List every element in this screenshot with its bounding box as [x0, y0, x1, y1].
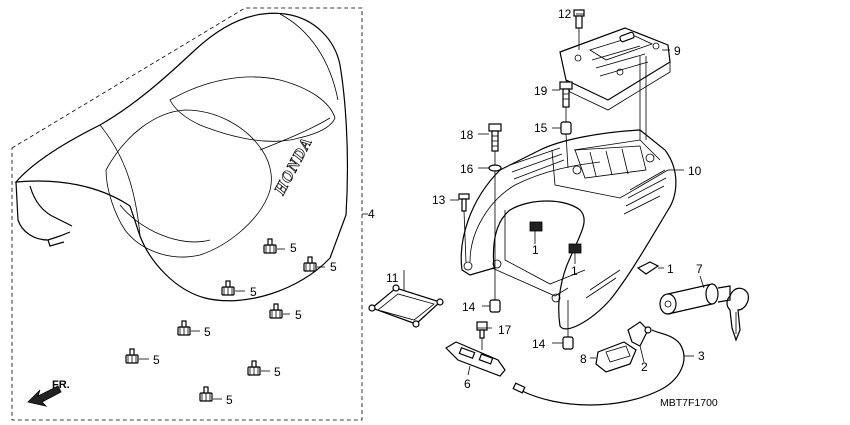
label-17: 17 [498, 323, 512, 337]
part-6-bracket [445, 338, 506, 377]
alignment-lines [463, 28, 647, 337]
label-3: 3 [698, 349, 705, 363]
carrier-plate [559, 27, 671, 111]
label-4: 4 [368, 207, 375, 221]
label-15: 15 [534, 121, 548, 135]
label-14a: 14 [462, 300, 476, 314]
front-direction-label: FR. [52, 379, 70, 391]
front-direction-arrow: FR. [27, 379, 70, 407]
seat-rubbers [125, 238, 317, 402]
leader-lines [450, 13, 684, 359]
seat: HONDA [14, 12, 349, 302]
label-14b: 14 [532, 337, 546, 351]
clip-1a [529, 221, 543, 232]
label-2: 2 [641, 360, 648, 374]
bolt-18 [488, 123, 502, 152]
label-1c: 1 [667, 262, 674, 276]
washer-16 [488, 164, 502, 172]
label-5d: 5 [295, 308, 302, 322]
label-11: 11 [386, 271, 399, 285]
part-8-latch [595, 341, 637, 373]
label-5e: 5 [204, 325, 211, 339]
label-1b: 1 [571, 264, 578, 278]
label-5g: 5 [274, 365, 281, 379]
seat-dashed-frame [11, 7, 368, 421]
nut-14a [489, 299, 501, 313]
nut-14b [562, 336, 574, 350]
label-5b: 5 [330, 260, 337, 274]
label-7: 7 [696, 262, 703, 276]
rear-cowl [460, 129, 677, 330]
label-12: 12 [558, 7, 572, 21]
label-13: 13 [432, 193, 446, 207]
part-2-clip [627, 321, 649, 363]
label-5a: 5 [290, 241, 297, 255]
part-labels: 4 5 5 5 5 5 5 5 5 12 9 19 15 18 16 13 10… [153, 7, 718, 409]
label-5f: 5 [153, 353, 160, 367]
label-5h: 5 [226, 393, 233, 407]
leaders-5 [139, 248, 325, 400]
bolt-12 [573, 9, 585, 29]
label-19: 19 [534, 84, 548, 98]
label-18: 18 [460, 128, 474, 142]
clip-1c [636, 261, 660, 275]
clip-1b [568, 243, 582, 254]
collar-15 [560, 121, 572, 135]
part-11-frame [368, 270, 444, 328]
bolt-17 [476, 321, 488, 339]
label-10: 10 [688, 164, 702, 178]
seat-brand-text: HONDA [271, 134, 316, 198]
label-8: 8 [580, 352, 587, 366]
label-1a: 1 [532, 243, 539, 257]
part-7-lock [659, 275, 749, 342]
label-16: 16 [460, 162, 474, 176]
screw-13 [458, 193, 470, 212]
label-5c: 5 [250, 285, 257, 299]
label-6: 6 [464, 377, 471, 391]
part-3-cable [512, 326, 694, 406]
bolt-19 [559, 81, 573, 108]
seat-rubber-icon [263, 238, 277, 254]
diagram-code: MBT7F1700 [660, 397, 718, 409]
label-9: 9 [674, 44, 681, 58]
